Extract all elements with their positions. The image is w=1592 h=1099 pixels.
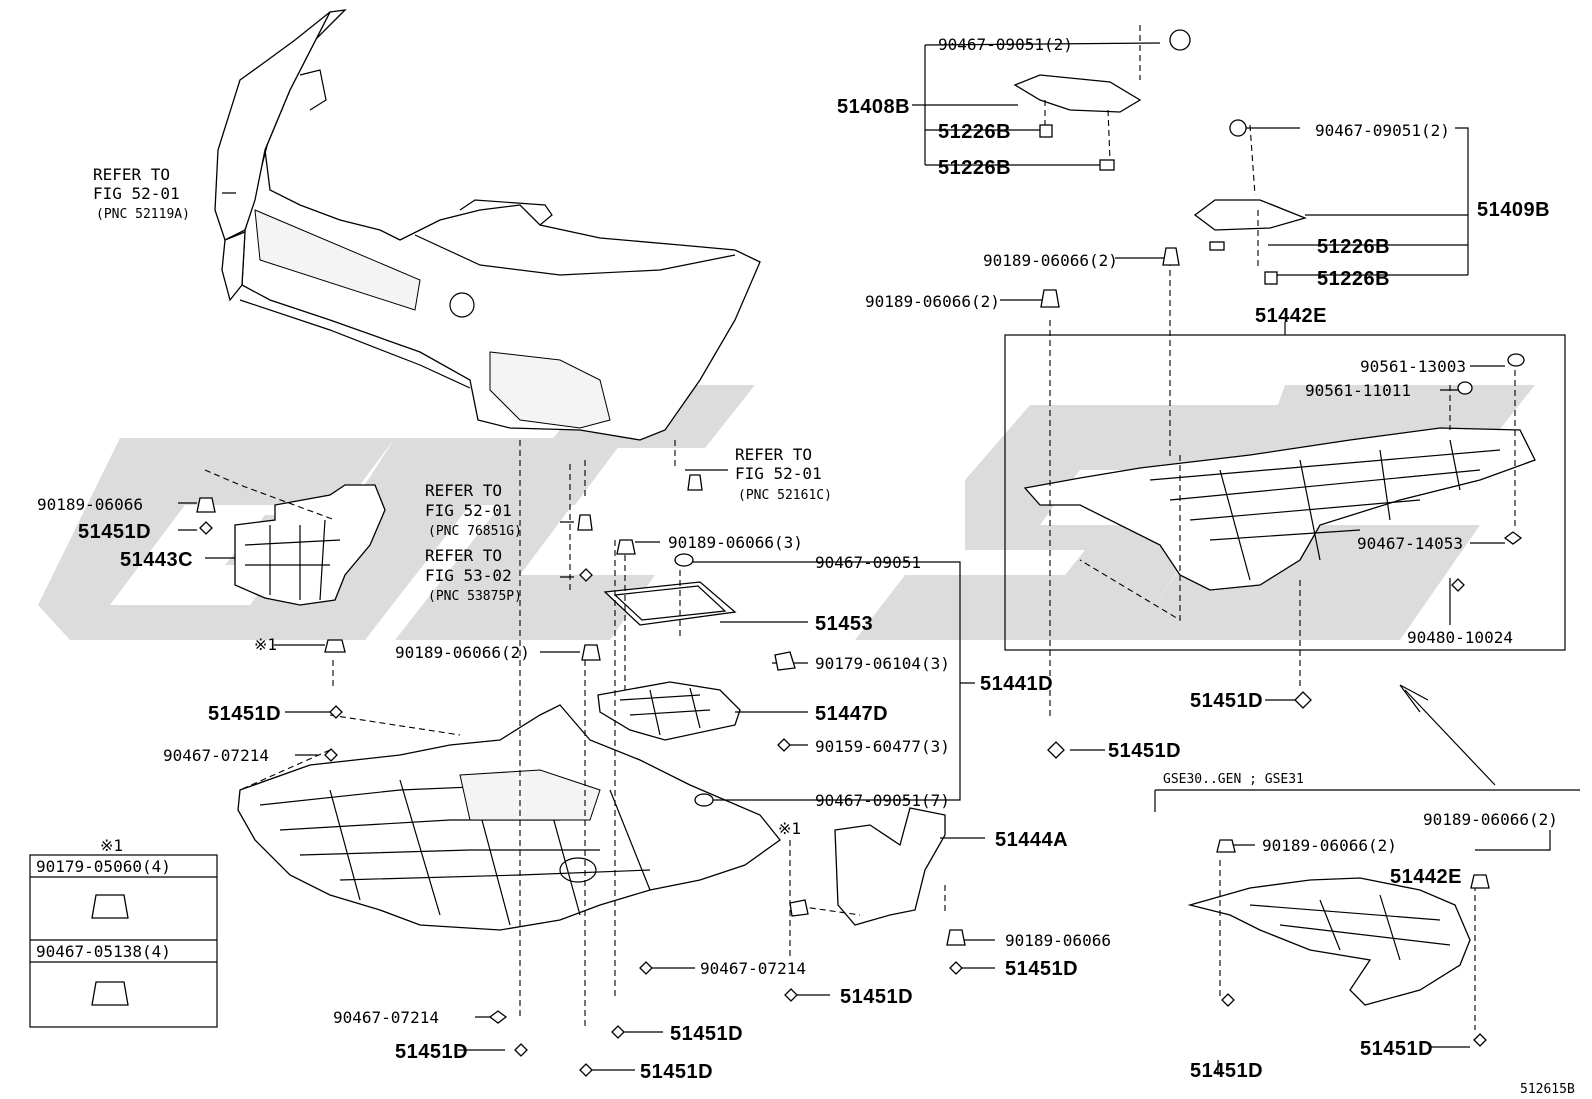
legend-box	[29, 854, 218, 1028]
part-51444A-panel	[834, 807, 946, 926]
label-90467-07214-left: 90467-07214	[163, 746, 269, 765]
label-90189-06066-r1: 90189-06066(2)	[983, 251, 1118, 270]
label-90189-06066-r2: 90189-06066(2)	[865, 292, 1000, 311]
ref-clip-mid-line2: FIG 53-02	[425, 566, 512, 585]
label-51451D-b3: 51451D	[670, 1023, 743, 1045]
label-90189-06066-v2: 90189-06066(2)	[1262, 836, 1397, 855]
label-90179-06104: 90179-06104(3)	[815, 654, 950, 673]
leader-lines	[178, 42, 1551, 1075]
legend-clip-icon-1	[91, 894, 129, 919]
label-90159-60477: 90159-60477(3)	[815, 737, 950, 756]
label-51447D: 51447D	[815, 703, 888, 725]
label-90561-13003: 90561-13003	[1360, 357, 1466, 376]
legend-item-1: 90179-05060(4)	[36, 857, 171, 876]
legend-clip-icon-2	[91, 981, 129, 1006]
ref-bumper-line2: FIG 52-01	[93, 184, 180, 203]
label-90467-09051-top: 90467-09051(2)	[938, 35, 1073, 54]
label-51226B-c: 51226B	[1317, 236, 1390, 258]
dashed-guides	[204, 25, 1516, 1030]
label-51442E: 51442E	[1255, 305, 1327, 327]
ref-clip-left-line2: FIG 52-01	[425, 501, 512, 520]
ref-clip-right-line2: FIG 52-01	[735, 464, 822, 483]
part-51408B-shield	[1013, 74, 1142, 113]
label-90467-09051-7: 90467-09051(7)	[815, 791, 950, 810]
label-variant: GSE30..GEN ; GSE31	[1163, 772, 1304, 787]
part-51453-gasket	[603, 581, 737, 626]
ref-clip-left-line1: REFER TO	[425, 481, 502, 500]
label-51451D-r1: 51451D	[1190, 690, 1263, 712]
ref-clip-right-line1: REFER TO	[735, 445, 812, 464]
part-51447D-bracket	[597, 681, 741, 741]
label-51226B-a: 51226B	[938, 121, 1011, 143]
label-51451D-bl: 51451D	[395, 1041, 468, 1063]
label-51226B-b: 51226B	[938, 157, 1011, 179]
variant-undercover	[1154, 789, 1580, 1006]
label-90467-07214-bl: 90467-07214	[333, 1008, 439, 1027]
label-51451D-v1: 51451D	[1360, 1038, 1433, 1060]
label-90189-06066-bottom: 90189-06066	[1005, 931, 1111, 950]
label-90189-06066-3: 90189-06066(3)	[668, 533, 803, 552]
diagram-id: 512615B	[1520, 1082, 1575, 1097]
ref-clip-left-line3: (PNC 76851G)	[428, 524, 522, 539]
view-arrow	[1399, 684, 1496, 786]
label-51451D-r2: 51451D	[1108, 740, 1181, 762]
label-90467-14053: 90467-14053	[1357, 534, 1463, 553]
label-51451D-left2: 51451D	[208, 703, 281, 725]
fastener-icons	[196, 29, 1525, 1077]
label-51451D-v2: 51451D	[1190, 1060, 1263, 1082]
front-bumper-cover	[214, 9, 761, 441]
label-90189-06066-2-mid: 90189-06066(2)	[395, 643, 530, 662]
label-90189-06066-left: 90189-06066	[37, 495, 143, 514]
label-51408B: 51408B	[837, 96, 910, 118]
label-51226B-d: 51226B	[1317, 268, 1390, 290]
label-51451D-left: 51451D	[78, 521, 151, 543]
label-90467-09051-right: 90467-09051(2)	[1315, 121, 1450, 140]
label-51409B: 51409B	[1477, 199, 1550, 221]
label-51453: 51453	[815, 613, 873, 635]
legend-mark: ※1	[100, 836, 123, 855]
label-note1: ※1	[254, 635, 277, 654]
label-90467-09051-mid: 90467-09051	[815, 553, 921, 572]
label-90189-06066-v1: 90189-06066(2)	[1423, 810, 1558, 829]
label-51451D-b1: 51451D	[1005, 958, 1078, 980]
part-51442E-undercover	[1023, 427, 1536, 591]
legend-item-2: 90467-05138(4)	[36, 942, 171, 961]
ref-clip-mid-line3: (PNC 53875P)	[428, 589, 522, 604]
label-51444A: 51444A	[995, 829, 1068, 851]
part-51443C-shield	[234, 484, 386, 606]
label-51441D: 51441D	[980, 673, 1053, 695]
part-51441D-undercover	[237, 704, 781, 931]
label-90561-11011: 90561-11011	[1305, 381, 1411, 400]
labels: REFER TO FIG 52-01 (PNC 52119A) REFER TO…	[36, 35, 1575, 1097]
part-51409B-shield	[1193, 199, 1308, 231]
ref-bumper-line1: REFER TO	[93, 165, 170, 184]
label-51451D-b2: 51451D	[840, 986, 913, 1008]
label-90480-10024: 90480-10024	[1407, 628, 1513, 647]
label-51442E-variant: 51442E	[1390, 866, 1462, 888]
label-51451D-bm: 51451D	[640, 1061, 713, 1083]
ref-bumper-line3: (PNC 52119A)	[96, 207, 190, 222]
label-51443C: 51443C	[120, 549, 193, 571]
ref-clip-mid-line1: REFER TO	[425, 546, 502, 565]
ref-clip-right-line3: (PNC 52161C)	[738, 488, 832, 503]
label-90467-07214-bottom: 90467-07214	[700, 959, 806, 978]
label-note1b: ※1	[778, 819, 801, 838]
